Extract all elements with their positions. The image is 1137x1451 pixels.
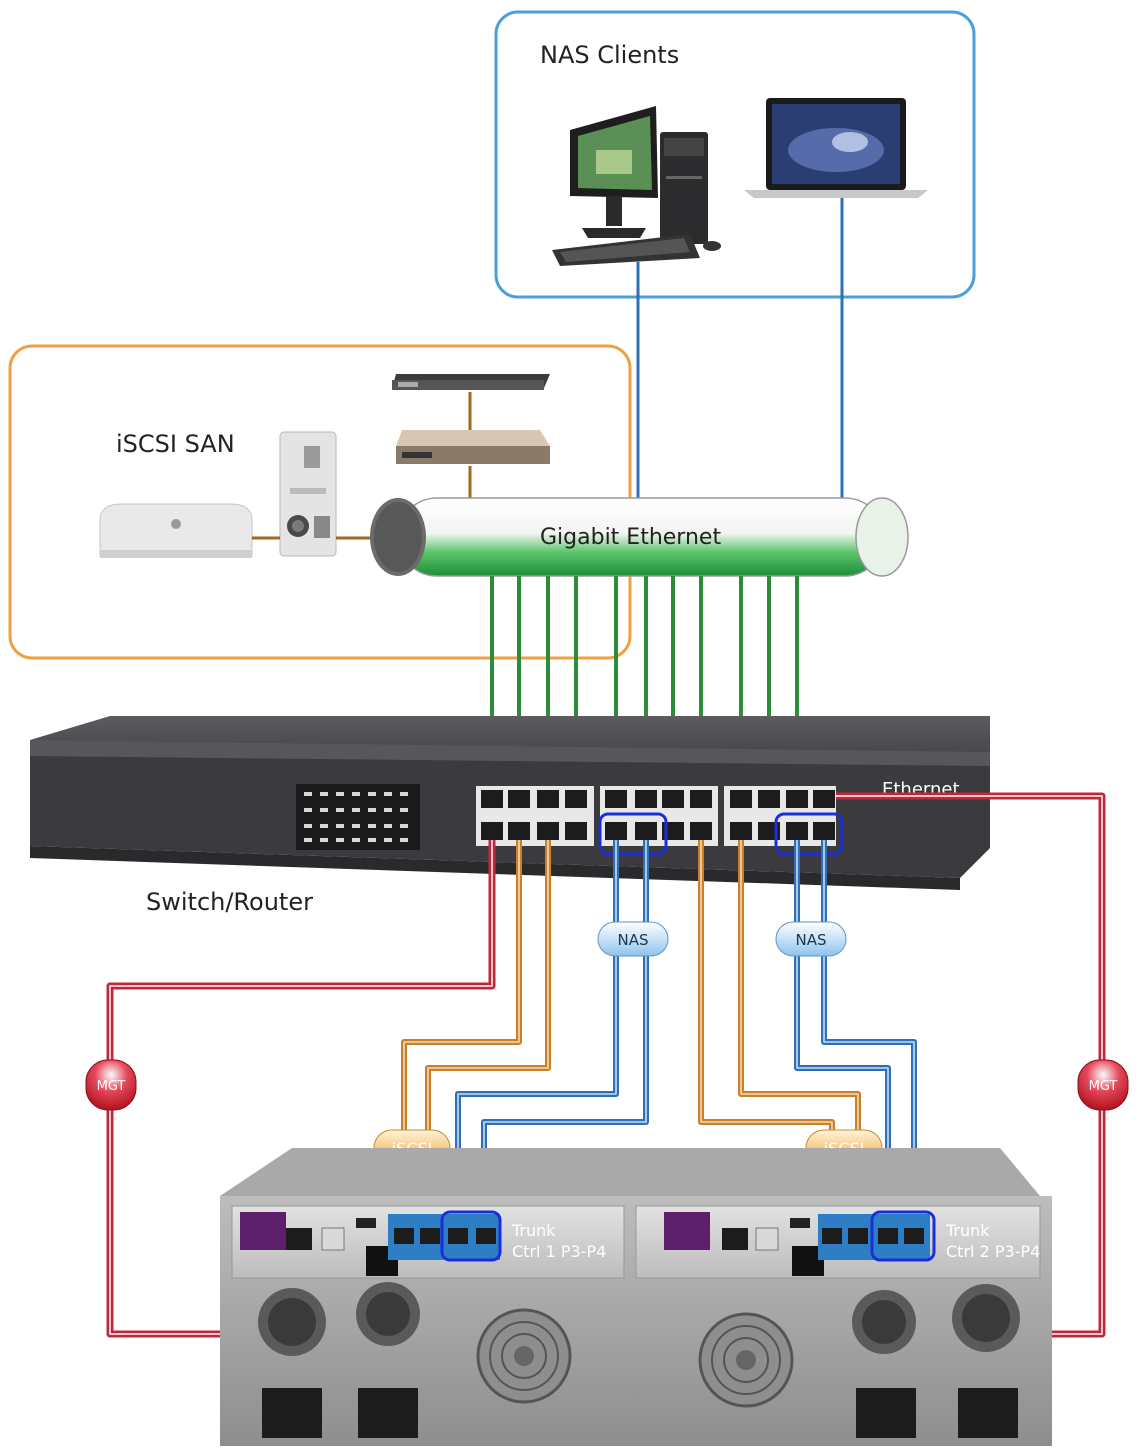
mgt-badge-left-label: MGT	[97, 1079, 126, 1094]
switch-trunk-highlight-right	[774, 812, 844, 856]
switch-router-label: Switch/Router	[146, 888, 313, 916]
laptop-icon	[744, 98, 928, 198]
nas-clients-group: NAS Clients	[494, 10, 976, 299]
nas-badge-right-label: NAS	[795, 931, 826, 949]
fan-icon	[476, 1308, 572, 1404]
ctrl1-trunk-label: Trunk	[511, 1221, 556, 1240]
iscsi-san-title: iSCSI SAN	[116, 430, 235, 458]
nas-clients-box	[494, 10, 976, 299]
power-supply-icon	[852, 1284, 1020, 1438]
mgt-badge-left: MGT	[85, 1059, 137, 1111]
rack-server-icon	[392, 374, 550, 390]
ctrl2-trunk-highlight	[870, 1210, 936, 1262]
mgt-badge-right: MGT	[1077, 1059, 1129, 1111]
nas-badge-right: NAS	[775, 921, 847, 957]
switch-ports	[481, 790, 835, 840]
mac-pro-tower-icon	[279, 431, 337, 557]
mac-mini-icon	[99, 503, 253, 558]
switch-router: Ethernet	[30, 716, 990, 890]
gigabit-ethernet-bus: Gigabit Ethernet	[370, 497, 909, 577]
rack-server-icon	[396, 430, 550, 464]
ctrl1-trunk-highlight	[440, 1210, 502, 1262]
nas-clients-title: NAS Clients	[540, 41, 679, 69]
power-supply-icon	[258, 1282, 420, 1438]
fan-icon	[698, 1312, 794, 1408]
ctrl2-trunk-label: Trunk	[945, 1221, 990, 1240]
desktop-pc-icon	[552, 106, 721, 266]
ctrl2-port-label: Ctrl 2 P3-P4	[946, 1242, 1040, 1261]
switch-trunk-highlight-left	[598, 812, 668, 856]
nas-client-links	[636, 198, 844, 500]
gigabit-ethernet-label: Gigabit Ethernet	[540, 525, 721, 550]
mgt-badge-right-label: MGT	[1089, 1079, 1118, 1094]
san-links	[252, 392, 472, 540]
storage-array: Trunk Ctrl 1 P3-P4 Trunk Ctrl 2 P3-P4	[220, 1148, 1052, 1446]
nas-badge-left: NAS	[597, 921, 669, 957]
nas-badge-left-label: NAS	[617, 931, 648, 949]
ctrl1-port-label: Ctrl 1 P3-P4	[512, 1242, 606, 1261]
